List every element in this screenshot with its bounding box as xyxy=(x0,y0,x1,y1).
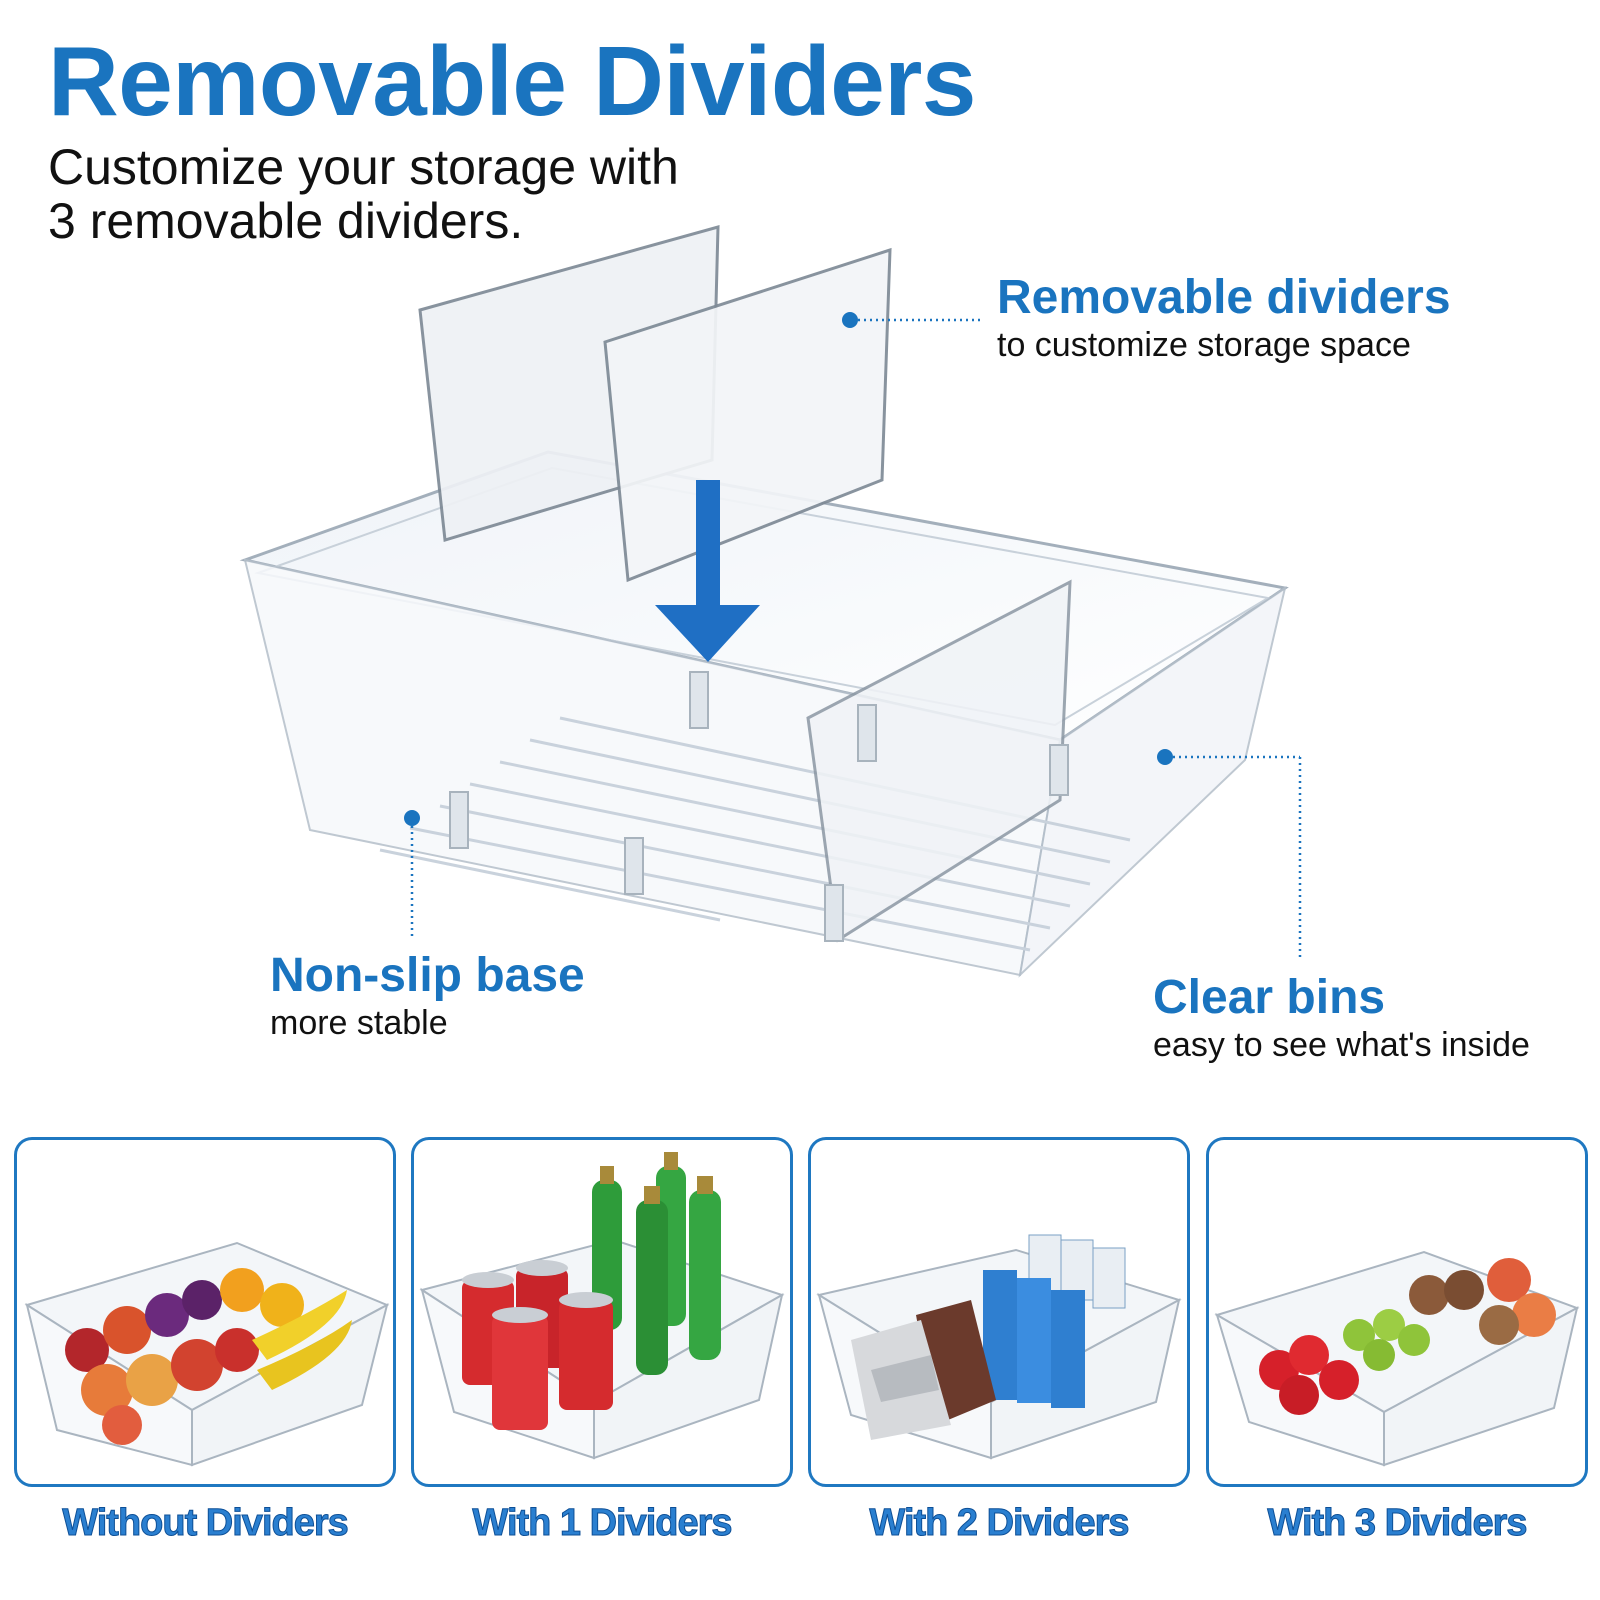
callout-clear xyxy=(1157,749,1302,960)
bin-fruit-image xyxy=(24,1241,390,1467)
feature-non-slip-base: Non-slip base more stable xyxy=(270,949,585,1044)
callout-base xyxy=(404,810,420,940)
panel-label-without-dividers: Without Dividers xyxy=(62,1502,350,1545)
panel-with-3-dividers xyxy=(1206,1137,1588,1487)
panel-label-with-2-dividers: With 2 Dividers xyxy=(869,1502,1130,1545)
feature-subtitle: to customize storage space xyxy=(997,325,1411,364)
divider-panel-front xyxy=(603,247,892,583)
callout-dot-icon xyxy=(1157,749,1173,765)
subtitle-line-2: 3 removable dividers. xyxy=(48,193,524,249)
divider-slots xyxy=(449,671,1069,942)
feature-clear-bins: Clear bins easy to see what's inside xyxy=(1153,971,1530,1066)
subtitle-line-1: Customize your storage with xyxy=(48,139,679,195)
panel-with-2-dividers xyxy=(808,1137,1190,1487)
callout-dot-icon xyxy=(842,312,858,328)
feature-title: Clear bins xyxy=(1153,971,1386,1024)
arrow-down-icon xyxy=(655,480,760,662)
bin-produce-image xyxy=(1214,1250,1580,1467)
panel-without-dividers xyxy=(14,1137,396,1487)
feature-removable-dividers: Removable dividers to customize storage … xyxy=(997,271,1451,366)
callout-dot-icon xyxy=(404,810,420,826)
feature-subtitle: more stable xyxy=(270,1003,448,1042)
bin-right-wall xyxy=(1018,585,1287,978)
bin-snacks-image xyxy=(816,1234,1182,1460)
panel-with-1-divider xyxy=(411,1137,793,1487)
feature-title: Removable dividers xyxy=(997,271,1451,324)
page-title: Removable Dividers xyxy=(48,26,976,136)
page-subtitle: Customize your storage with 3 removable … xyxy=(48,140,679,248)
panel-label-with-1-divider: With 1 Dividers xyxy=(472,1502,733,1545)
panel-label-with-3-dividers: With 3 Dividers xyxy=(1267,1502,1528,1545)
callout-dividers xyxy=(842,312,982,328)
hero-bin-illustration xyxy=(239,225,1302,978)
divider-inserted xyxy=(806,579,1072,943)
feature-title: Non-slip base xyxy=(270,949,585,1002)
bin-drinks-image xyxy=(419,1152,785,1460)
feature-subtitle: easy to see what's inside xyxy=(1153,1025,1530,1064)
